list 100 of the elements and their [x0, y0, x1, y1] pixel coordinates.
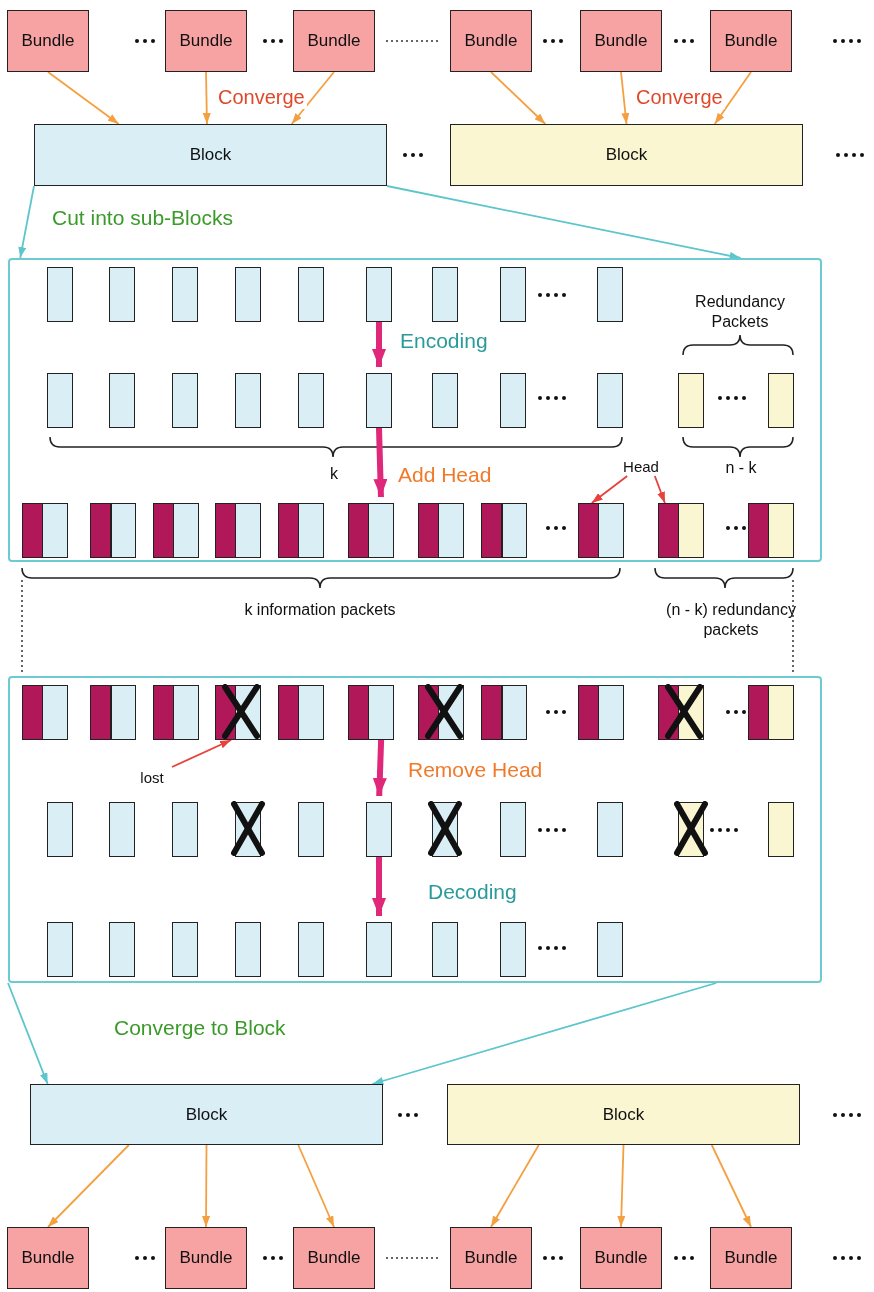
packet-with-header — [748, 503, 794, 558]
arrow — [373, 427, 388, 498]
bundle-box: Bundle — [580, 10, 662, 72]
block-box: Block — [447, 1084, 800, 1145]
annotation-text: Redundancy Packets — [694, 292, 786, 332]
packet — [366, 802, 392, 857]
block-box: Block — [450, 124, 803, 186]
packet — [597, 373, 623, 428]
packet — [432, 373, 458, 428]
block-box: Block — [34, 124, 387, 186]
packet — [298, 802, 324, 857]
panel-frame — [8, 676, 822, 983]
arrow — [590, 475, 629, 504]
packet — [47, 802, 73, 857]
packet — [500, 922, 526, 977]
packet — [298, 922, 324, 977]
packet-with-header — [215, 503, 261, 558]
packet — [768, 802, 794, 857]
bundle-box: Bundle — [7, 1227, 89, 1289]
packet — [47, 922, 73, 977]
packet — [366, 922, 392, 977]
packet-with-header — [578, 685, 624, 740]
arrow — [490, 1144, 540, 1228]
packet-with-header — [658, 503, 704, 558]
arrow — [47, 71, 120, 125]
packet — [172, 267, 198, 322]
packet — [500, 802, 526, 857]
arrow — [490, 71, 547, 125]
bundle-box: Bundle — [580, 1227, 662, 1289]
packet-with-header — [90, 503, 136, 558]
bundle-box: Bundle — [165, 10, 247, 72]
bundle-box: Bundle — [165, 1227, 247, 1289]
packet — [298, 373, 324, 428]
packet-with-header — [481, 503, 527, 558]
packet — [366, 267, 392, 322]
packet-with-header — [578, 503, 624, 558]
arrow — [617, 1144, 626, 1228]
arrow — [18, 185, 35, 259]
packet-with-header — [481, 685, 527, 740]
packet-with-header — [658, 685, 704, 740]
packet-with-header — [22, 503, 68, 558]
arrow — [171, 739, 232, 768]
packet — [47, 373, 73, 428]
packet — [235, 922, 261, 977]
bundle-box: Bundle — [450, 10, 532, 72]
arrow — [710, 1144, 752, 1228]
annotation-text: k — [329, 464, 339, 484]
packet — [235, 373, 261, 428]
packet-with-header — [153, 685, 199, 740]
packet-with-header — [418, 503, 464, 558]
packet-with-header — [348, 503, 394, 558]
arrow — [7, 982, 49, 1085]
packet-with-header — [418, 685, 464, 740]
arrow — [372, 857, 386, 916]
arrow — [372, 322, 386, 367]
packet — [235, 267, 261, 322]
arrow — [47, 1144, 130, 1228]
packet-with-header — [348, 685, 394, 740]
packet — [298, 267, 324, 322]
packet — [678, 373, 704, 428]
packet — [172, 922, 198, 977]
packet — [109, 267, 135, 322]
packet — [432, 267, 458, 322]
arrow — [202, 71, 211, 125]
packet — [597, 922, 623, 977]
bundle-box: Bundle — [293, 10, 375, 72]
arrow — [290, 71, 335, 125]
packet — [109, 922, 135, 977]
packet — [768, 373, 794, 428]
arrow — [202, 1144, 211, 1228]
arrow — [371, 982, 718, 1085]
packet — [47, 267, 73, 322]
packet-with-header — [22, 685, 68, 740]
packet — [172, 802, 198, 857]
arrow — [297, 1144, 335, 1228]
packet — [500, 267, 526, 322]
packet-with-header — [748, 685, 794, 740]
packet — [366, 373, 392, 428]
packet — [597, 802, 623, 857]
packet-with-header — [278, 685, 324, 740]
annotation-text: k information packets — [243, 600, 397, 620]
packet-with-header — [215, 685, 261, 740]
packet — [172, 373, 198, 428]
arrow — [386, 185, 742, 260]
panel-frame — [8, 258, 822, 562]
packet — [500, 373, 526, 428]
arrow — [713, 71, 752, 125]
packet-with-header — [153, 503, 199, 558]
callout-text: Head — [618, 456, 664, 476]
packet — [109, 373, 135, 428]
packet — [597, 267, 623, 322]
bundle-box: Bundle — [710, 1227, 792, 1289]
bundle-box: Bundle — [7, 10, 89, 72]
packet-with-header — [278, 503, 324, 558]
bundle-box: Bundle — [710, 10, 792, 72]
packet-with-header — [90, 685, 136, 740]
annotation-text: n - k — [724, 458, 758, 478]
packet — [432, 922, 458, 977]
bundle-box: Bundle — [450, 1227, 532, 1289]
block-box: Block — [30, 1084, 383, 1145]
